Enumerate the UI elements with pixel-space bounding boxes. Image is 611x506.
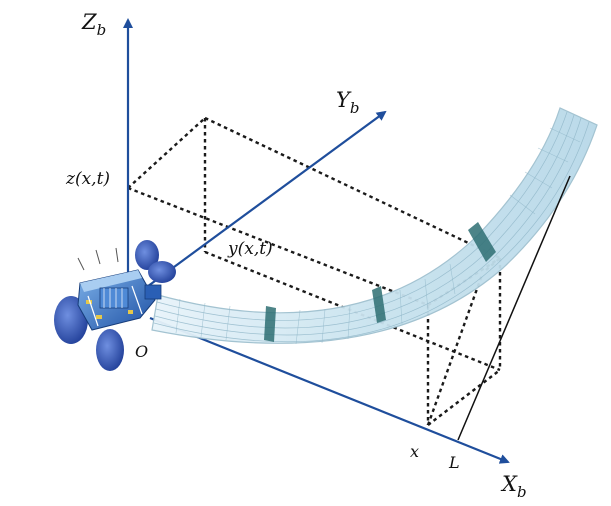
y-function-label: y(x,t) (227, 239, 273, 259)
deflection-line (457, 175, 571, 441)
dish-icon (148, 261, 176, 283)
origin-label: O (135, 342, 148, 361)
length-label: L (448, 453, 460, 472)
satellite-icon (54, 240, 176, 371)
axes (123, 18, 510, 464)
dish-icon (135, 240, 159, 270)
svg-text:Zb: Zb (81, 10, 106, 39)
flexible-panel (151, 107, 598, 345)
z-function-label: z(x,t) (65, 169, 110, 189)
y-axis (139, 110, 387, 293)
x-position-label: x (410, 442, 419, 461)
x-axis (149, 316, 510, 464)
axis-label-z: Zb (81, 10, 106, 39)
svg-text:Yb: Yb (336, 88, 359, 117)
axis-label-x: Xb (500, 472, 527, 501)
dish-icon (96, 329, 124, 371)
axis-label-y: Yb (336, 88, 359, 117)
svg-text:Xb: Xb (500, 472, 527, 501)
